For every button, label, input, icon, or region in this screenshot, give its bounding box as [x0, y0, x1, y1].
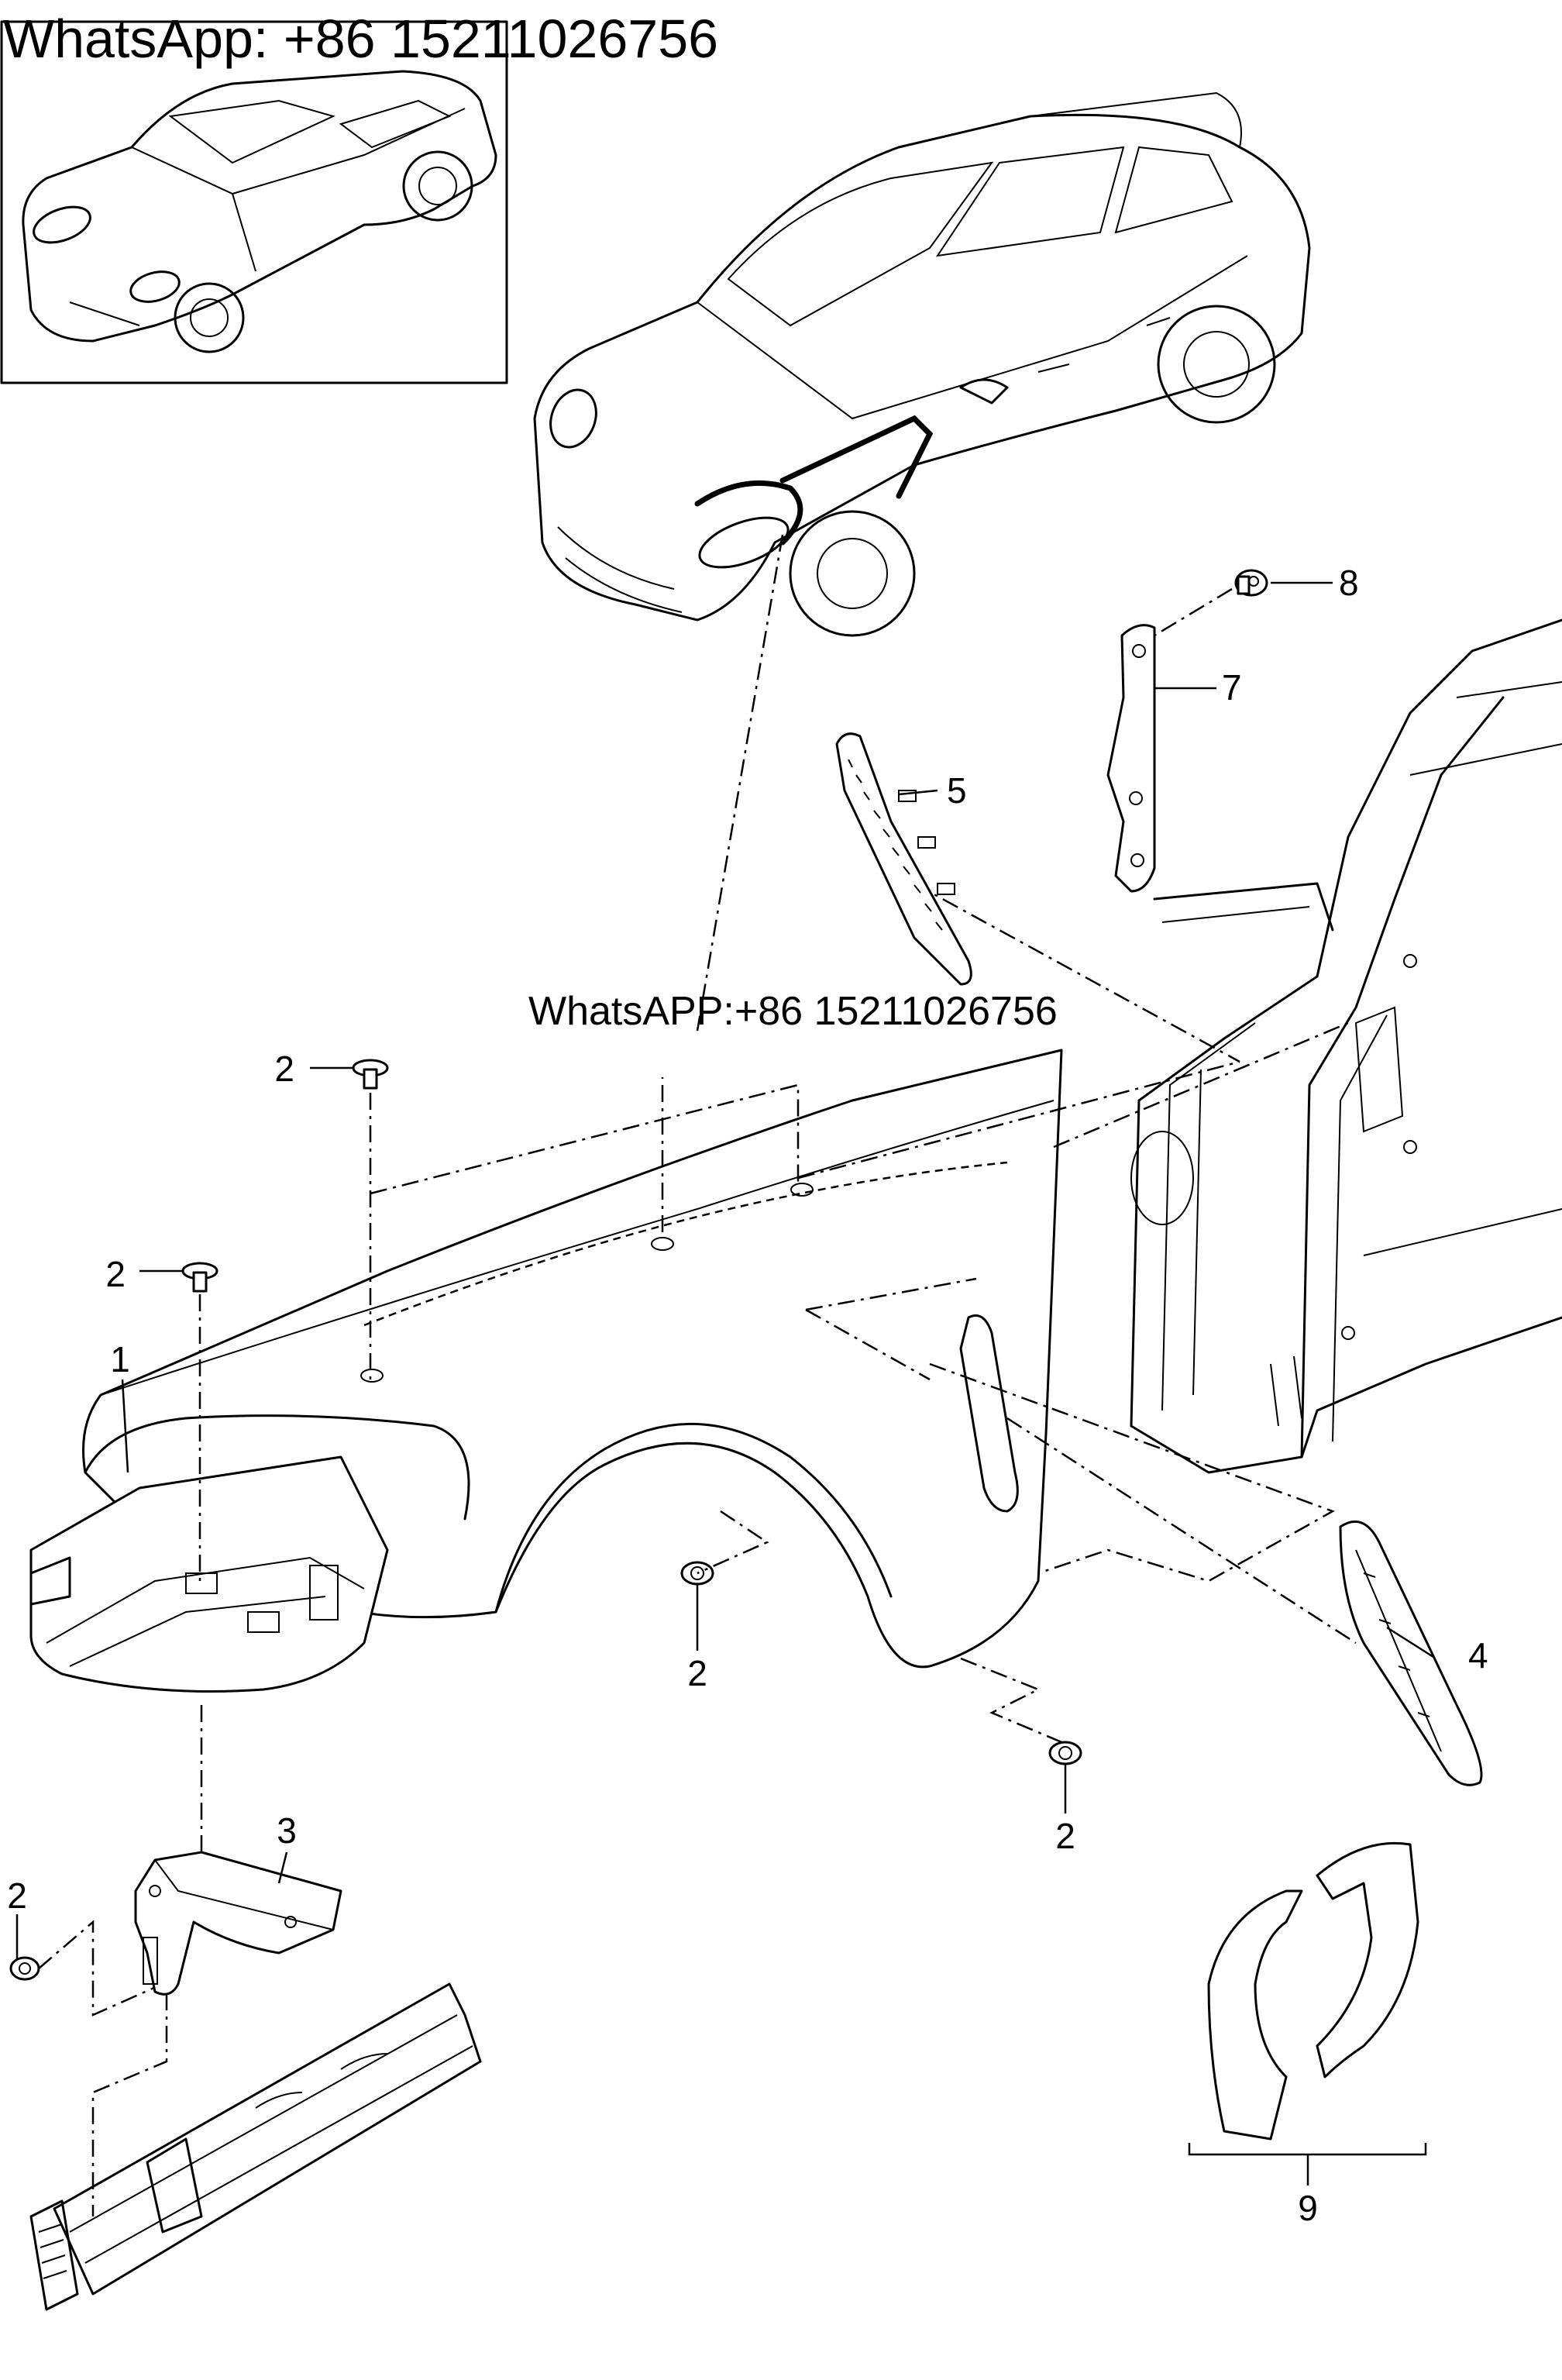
- callout-2-lower-right: 2: [1055, 1816, 1075, 1856]
- part-2-clip-lower-right: [1048, 1741, 1082, 1765]
- car-illustration: [533, 91, 1311, 637]
- callout-1: 1: [110, 1339, 130, 1379]
- callout-2-bracket: 2: [7, 1875, 27, 1916]
- body-a-pillar-structure: [1130, 618, 1562, 1474]
- callout-9: 9: [1298, 2188, 1318, 2228]
- inset-frame: [0, 20, 508, 384]
- callout-5: 5: [947, 770, 967, 811]
- inset-car-overview: [0, 20, 508, 384]
- wheelhouse-liner: [29, 1455, 389, 1693]
- callout-3: 3: [277, 1810, 297, 1851]
- part-4-trim-strip: [1339, 1520, 1483, 1786]
- callout-2-top: 2: [274, 1049, 294, 1089]
- callout-4: 4: [1468, 1635, 1488, 1676]
- callout-2-left: 2: [105, 1254, 126, 1294]
- leader-8-to-7: [1154, 587, 1233, 637]
- part-2-clip-bracket: [9, 1956, 40, 1981]
- callout-8: 8: [1339, 563, 1359, 603]
- part-2-clip-left: [181, 1262, 218, 1293]
- leader-car-to-fender: [696, 534, 784, 1032]
- callout-7: 7: [1222, 667, 1242, 708]
- bracket-group-9: [1188, 2143, 1427, 2156]
- part-2-clip-top: [352, 1059, 389, 1090]
- part-8-screw: [1234, 569, 1268, 597]
- watermark-top-left: WhatsApp: +86 15211026756: [3, 9, 718, 69]
- part-9-insulation-pads: [1207, 1841, 1419, 2141]
- part-3-bracket: [134, 1851, 342, 1996]
- front-longitudinal-member: [29, 1982, 482, 2311]
- part-7-gasket: [1106, 624, 1156, 893]
- part-5-seal-strip: [835, 732, 972, 986]
- callout-2-wheel-arch: 2: [687, 1653, 707, 1693]
- watermark-center: WhatsAPP:+86 15211026756: [528, 989, 1058, 1034]
